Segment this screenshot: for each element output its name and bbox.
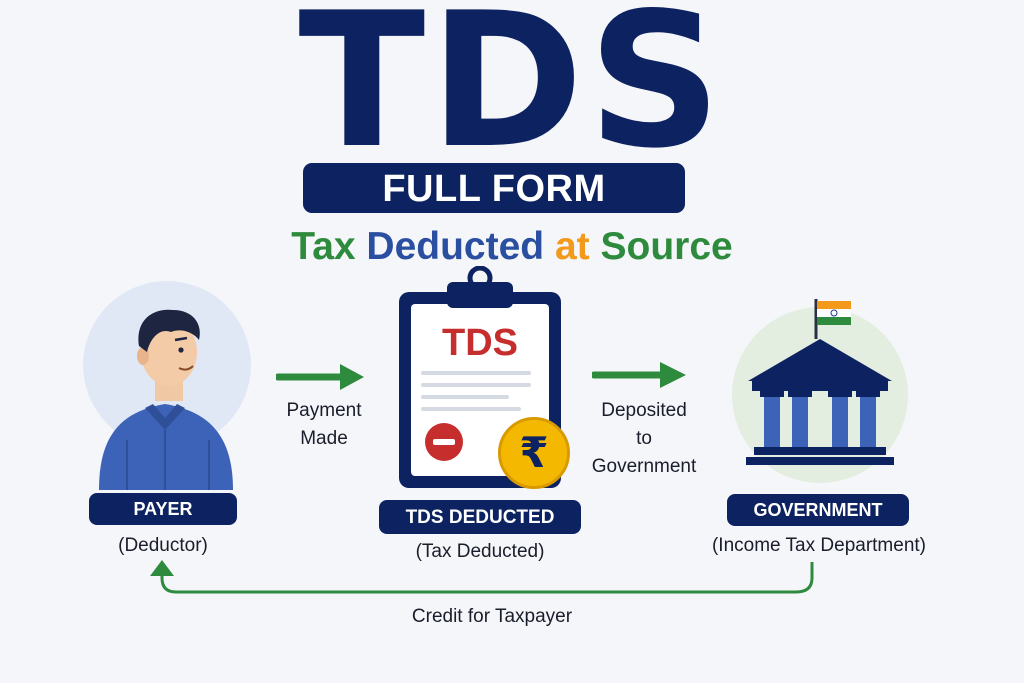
credit-for-taxpayer-label: Credit for Taxpayer [411, 606, 573, 627]
payment-made-label: Payment Made [260, 397, 388, 453]
deposited-label: Deposited to Government [578, 397, 710, 481]
return-arrow-icon [150, 560, 814, 594]
payer-caption: (Deductor) [118, 535, 208, 556]
person-icon [83, 281, 251, 490]
arrow-right-icon [276, 364, 364, 390]
tds-deducted-label: TDS DEDUCTED [379, 500, 581, 534]
tds-deducted-caption: (Tax Deducted) [415, 541, 545, 562]
government-label: GOVERNMENT [727, 494, 909, 526]
full-form-word-deducted: Deducted [366, 225, 545, 268]
full-form-word-tax: Tax [291, 225, 356, 268]
full-form-word-at: at [554, 225, 590, 268]
full-form-word-source: Source [600, 225, 733, 268]
subtitle-banner: FULL FORM [303, 163, 685, 213]
deposited-line1: Deposited [601, 400, 687, 421]
rupee-coin-icon: ₹ [498, 417, 570, 489]
main-title: TDS [298, 0, 726, 189]
payer-label: PAYER [89, 493, 237, 525]
government-caption: (Income Tax Department) [711, 535, 926, 556]
clipboard-heading: TDS [442, 322, 518, 364]
payment-made-line2: Made [300, 428, 348, 449]
india-flag-icon [817, 301, 851, 309]
payment-made-line1: Payment [286, 400, 362, 421]
full-form-text: Tax Deducted at Source [0, 224, 1024, 270]
arrow-right-icon [592, 362, 686, 388]
deposited-line3: Government [591, 456, 697, 477]
minus-circle-icon [425, 423, 463, 461]
bank-building-icon [732, 299, 908, 483]
deposited-line2: to [636, 428, 652, 449]
